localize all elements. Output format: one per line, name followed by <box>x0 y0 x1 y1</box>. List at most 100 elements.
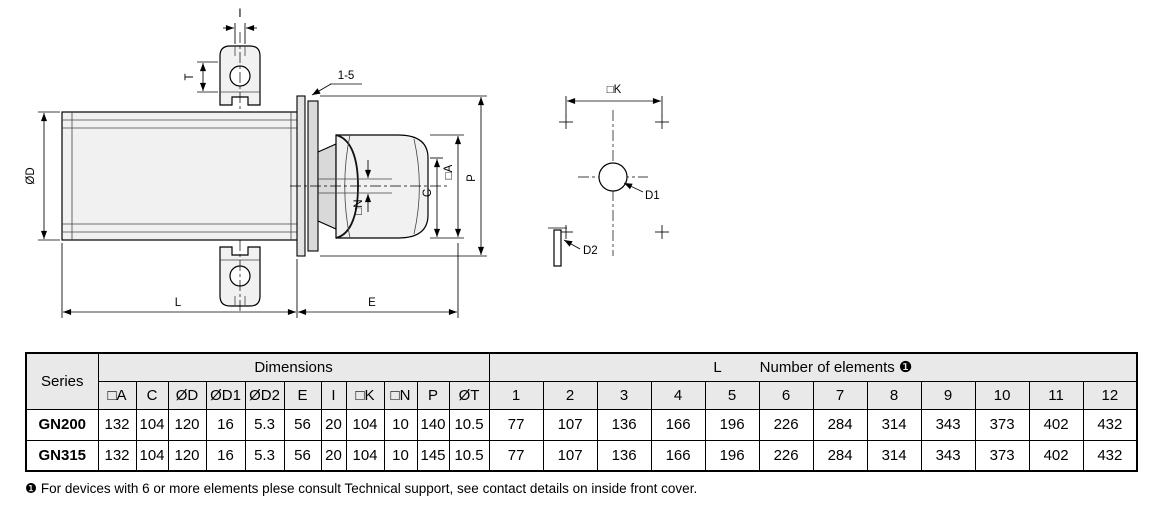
cell: 343 <box>920 408 976 441</box>
col-header-p: P <box>416 380 450 410</box>
cell: 373 <box>974 439 1030 472</box>
label-sq-a: □A <box>443 164 455 179</box>
series-cell: GN200 <box>25 408 99 441</box>
cell: 314 <box>866 439 922 472</box>
element-col-header: 12 <box>1082 380 1138 410</box>
cell: 107 <box>542 439 598 472</box>
series-cell: GN315 <box>25 439 99 472</box>
cell: 120 <box>167 439 207 472</box>
cell: 104 <box>135 439 169 472</box>
label-sq-n: □N <box>353 199 365 214</box>
mounting-bracket-bottom <box>219 240 261 314</box>
cell: 56 <box>283 439 322 472</box>
element-col-header: 10 <box>974 380 1030 410</box>
table-row-gn315: GN315 132 104 120 16 5.3 56 20 104 10 14… <box>25 439 1138 472</box>
cell: 432 <box>1082 408 1138 441</box>
label-i: I <box>238 8 241 20</box>
footnote: ❶ For devices with 6 or more elements pl… <box>25 481 698 496</box>
cell: 20 <box>320 439 347 472</box>
col-header-sq-a: □A <box>97 380 137 410</box>
cell: 10.5 <box>448 439 490 472</box>
cell: 77 <box>488 439 544 472</box>
cell: 166 <box>650 439 706 472</box>
element-col-header: 5 <box>704 380 760 410</box>
cell: 10 <box>383 439 418 472</box>
cell: 226 <box>758 408 814 441</box>
label-e: E <box>368 297 376 309</box>
column-header-row: □A C ØD ØD1 ØD2 E I □K □N P ØT 1 2 3 4 5 <box>26 380 1138 410</box>
element-col-header: 1 <box>488 380 544 410</box>
dimension-lines-front <box>565 96 663 116</box>
table-row-gn200: GN200 132 104 120 16 5.3 56 20 104 10 14… <box>25 408 1138 441</box>
elements-header-text: Number of elements ❶ <box>759 359 913 377</box>
col-header-c: C <box>135 380 169 410</box>
element-col-header: 3 <box>596 380 652 410</box>
cell: 20 <box>320 408 347 441</box>
cell: 402 <box>1028 439 1084 472</box>
cell: 10 <box>383 408 418 441</box>
switch-handle <box>317 134 429 239</box>
cell: 196 <box>704 408 760 441</box>
cell: 136 <box>596 439 652 472</box>
cell: 226 <box>758 439 814 472</box>
cell: 343 <box>920 439 976 472</box>
element-col-header: 6 <box>758 380 814 410</box>
cell: 196 <box>704 439 760 472</box>
label-p: P <box>466 174 478 182</box>
label-d1: D1 <box>645 190 660 202</box>
label-c: C <box>422 189 434 197</box>
cell: 284 <box>812 408 868 441</box>
cell: 140 <box>416 408 450 441</box>
cylinder-body <box>61 111 299 241</box>
mounting-hole-marks <box>559 115 669 239</box>
cell: 5.3 <box>244 408 285 441</box>
label-l: L <box>175 297 182 309</box>
cell: 132 <box>97 408 137 441</box>
cell: 373 <box>974 408 1030 441</box>
cell: 5.3 <box>244 439 285 472</box>
stud-pin <box>548 227 567 267</box>
element-col-header: 7 <box>812 380 868 410</box>
shaft-hole <box>598 162 628 192</box>
label-range-1-5: 1-5 <box>338 70 355 82</box>
elements-header-l: L <box>713 359 722 377</box>
cell: 314 <box>866 408 922 441</box>
element-col-header: 4 <box>650 380 706 410</box>
group-header-row: Series Dimensions L Number of elements ❶ <box>25 352 1138 410</box>
label-d2: D2 <box>583 245 598 257</box>
cell: 77 <box>488 408 544 441</box>
col-header-dia-t: ØT <box>448 380 490 410</box>
technical-drawing: ØD I T 1-5 □N C □A P L E <box>25 8 669 318</box>
cell: 136 <box>596 408 652 441</box>
mounting-bracket-top <box>219 32 261 112</box>
col-header-sq-n: □N <box>383 380 418 410</box>
series-header: Series <box>25 352 99 410</box>
elements-group-header: L Number of elements ❶ <box>488 352 1138 382</box>
cell: 166 <box>650 408 706 441</box>
cell: 10.5 <box>448 408 490 441</box>
cylinder-rib-lines <box>62 112 298 240</box>
dimensions-group-header: Dimensions <box>97 352 490 382</box>
element-col-header: 2 <box>542 380 598 410</box>
cell: 104 <box>345 408 385 441</box>
flange-plate-front <box>307 100 319 252</box>
cell: 120 <box>167 408 207 441</box>
cell: 132 <box>97 439 137 472</box>
col-header-i: I <box>320 380 347 410</box>
cell: 56 <box>283 408 322 441</box>
cell: 16 <box>205 439 246 472</box>
label-t: T <box>184 73 196 80</box>
col-header-sq-k: □K <box>345 380 385 410</box>
label-sq-k: □K <box>607 84 622 96</box>
cell: 402 <box>1028 408 1084 441</box>
flange-plate-rear <box>296 95 306 257</box>
col-header-dia-d1: ØD1 <box>205 380 246 410</box>
element-col-header: 11 <box>1028 380 1084 410</box>
dimension-lines-side <box>38 23 487 318</box>
side-view-drawing: ØD I T 1-5 □N C □A P L E <box>25 8 487 318</box>
col-header-dia-d: ØD <box>167 380 207 410</box>
label-dia-d: ØD <box>25 167 37 184</box>
